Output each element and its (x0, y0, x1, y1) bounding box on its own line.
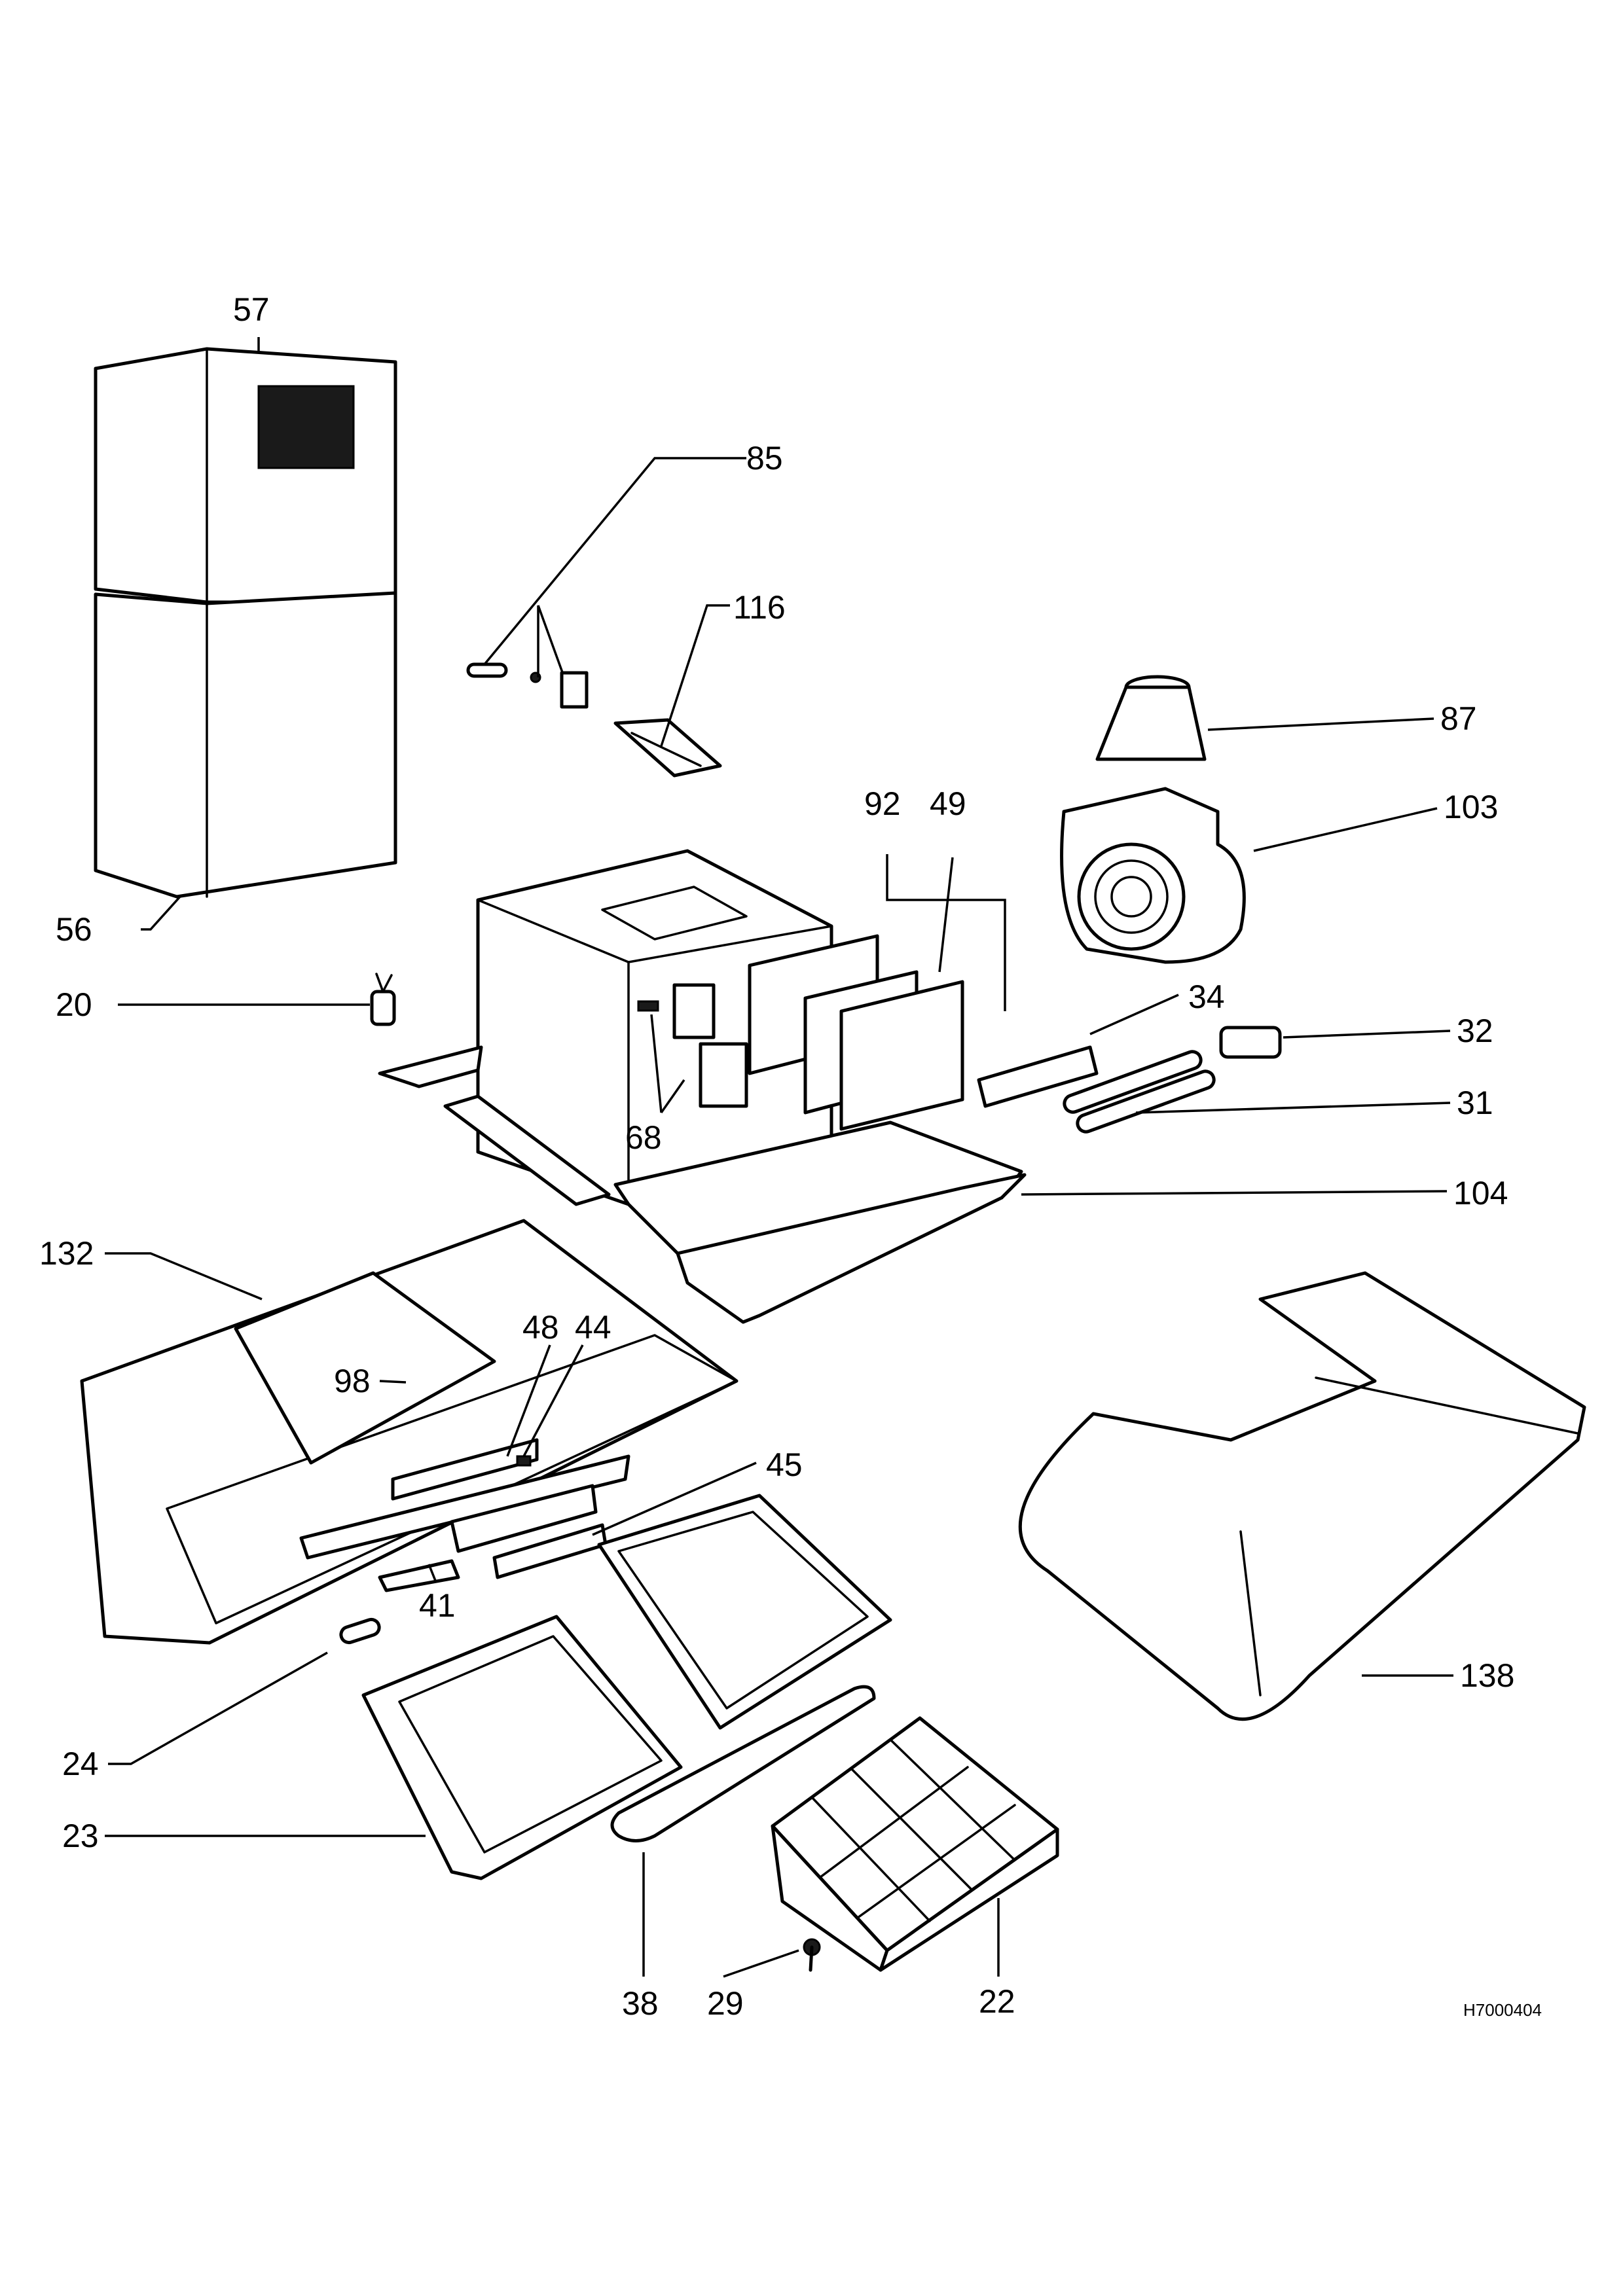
vent-grille (257, 385, 355, 469)
callout-32: 32 (1457, 1013, 1493, 1049)
fixing-kit-85 (466, 662, 589, 709)
drawing-code: H7000404 (1463, 2000, 1542, 2020)
switch-68 (637, 983, 748, 1108)
callout-92: 92 (864, 785, 901, 822)
callout-132: 132 (39, 1235, 94, 1272)
callout-31: 31 (1457, 1085, 1493, 1121)
callout-44: 44 (575, 1309, 611, 1346)
callout-22: 22 (979, 1983, 1015, 2020)
callout-68: 68 (625, 1119, 662, 1156)
callout-56: 56 (56, 911, 92, 948)
chimney-lower-cover-56 (94, 591, 397, 899)
control-panel-48 (299, 1438, 630, 1560)
lamp-holder-34 (977, 1045, 1099, 1108)
callout-85: 85 (746, 440, 783, 476)
control-knob-44 (516, 1455, 532, 1467)
callout-87: 87 (1440, 700, 1477, 737)
air-outlet-flange-87 (1095, 675, 1207, 761)
callout-138: 138 (1460, 1657, 1514, 1694)
callout-57: 57 (233, 291, 270, 328)
grease-filter-23b (597, 1494, 892, 1730)
callout-49: 49 (930, 785, 966, 822)
control-box-49 (839, 980, 964, 1131)
callout-41: 41 (419, 1587, 456, 1624)
fluorescent-tube-31 (1063, 1050, 1216, 1134)
canopy-138 (1018, 1271, 1586, 1721)
chimney-upper-cover-57 (94, 347, 397, 604)
grease-filter-23a (361, 1615, 683, 1880)
callout-48: 48 (522, 1309, 559, 1346)
callout-24: 24 (62, 1746, 99, 1782)
front-panel-104 (613, 1121, 1027, 1324)
carbon-filter-22 (771, 1716, 1059, 1972)
callout-116: 116 (733, 589, 786, 626)
callout-38: 38 (622, 1985, 659, 2022)
screw-29 (803, 1938, 821, 1972)
lamp-cap-32 (1219, 1026, 1282, 1059)
callout-labels: 57 85 116 87 103 92 49 56 20 34 32 31 68… (39, 291, 1542, 2022)
callout-29: 29 (707, 1985, 744, 2022)
callout-34: 34 (1188, 978, 1225, 1015)
clip-24 (339, 1617, 381, 1645)
switch-bracket-116 (613, 718, 722, 778)
callout-104: 104 (1453, 1175, 1508, 1211)
blower-motor-103 (1060, 787, 1246, 964)
callout-23: 23 (62, 1818, 99, 1854)
callout-45: 45 (766, 1446, 803, 1483)
leader-lines (105, 337, 1453, 1978)
base-rail (378, 1045, 611, 1206)
capacitor-20 (370, 973, 396, 1026)
callout-103: 103 (1444, 789, 1498, 825)
callout-98: 98 (334, 1363, 371, 1399)
callout-20: 20 (56, 986, 92, 1023)
seal-38 (610, 1685, 876, 1842)
control-strip-41 (378, 1559, 460, 1592)
